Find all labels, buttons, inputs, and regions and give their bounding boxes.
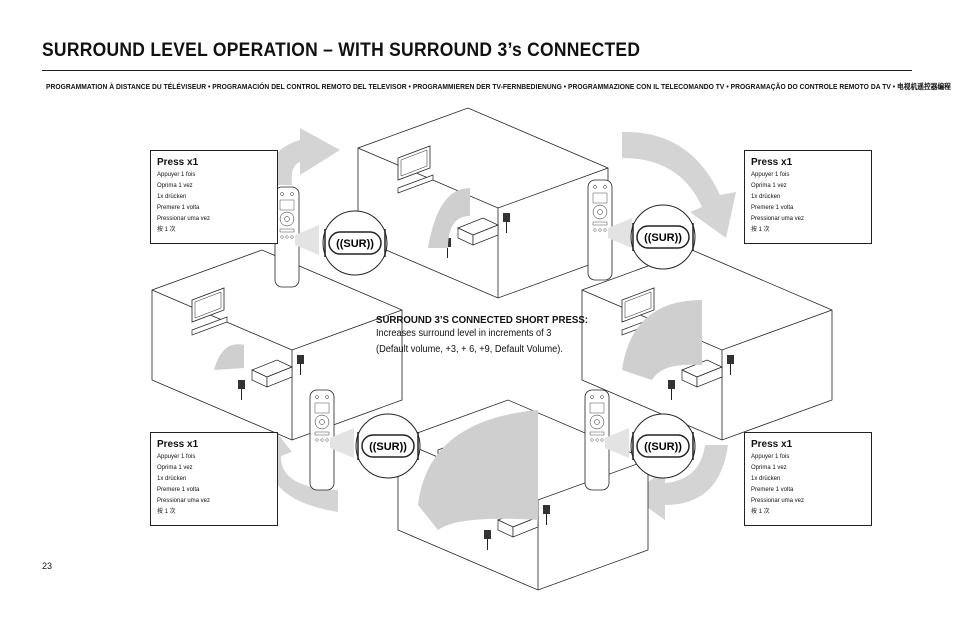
press-line: 1x drücken xyxy=(751,476,781,482)
press-line: Oprima 1 vez xyxy=(157,465,193,471)
press-line: Oprima 1 vez xyxy=(157,183,193,189)
press-line: 按 1 次 xyxy=(751,509,770,515)
language-subtitle: PROGRAMMATION À DISTANCE DU TÉLÉVISEUR •… xyxy=(46,82,951,91)
note-line: Increases surround level in increments o… xyxy=(376,328,552,339)
press-line: Appuyer 1 fois xyxy=(751,454,790,460)
sur-callout-bottom-right: ((SUR)) xyxy=(630,413,696,479)
press-line: Appuyer 1 fois xyxy=(157,172,196,178)
press-line: Pressionar uma vez xyxy=(157,216,211,222)
press-box-top-left: Press x1 Appuyer 1 fois Oprima 1 vez 1x … xyxy=(150,150,278,244)
note-heading: SURROUND 3’S CONNECTED SHORT PRESS: xyxy=(376,314,589,326)
press-line: Premere 1 volta xyxy=(157,205,200,211)
press-box-bottom-left: Press x1 Appuyer 1 fois Oprima 1 vez 1x … xyxy=(150,432,278,526)
press-line: Appuyer 1 fois xyxy=(751,172,790,178)
sur-label: ((SUR)) xyxy=(644,441,682,453)
press-line: 1x drücken xyxy=(157,476,187,482)
sur-callout-top-left: ((SUR)) xyxy=(322,210,388,276)
press-line: 按 1 次 xyxy=(157,509,176,515)
page-title: SURROUND LEVEL OPERATION – WITH SURROUND… xyxy=(42,40,641,61)
cycle-arrow-bottom-right xyxy=(630,445,728,520)
press-title: Press x1 xyxy=(751,157,793,168)
press-line: Premere 1 volta xyxy=(751,205,794,211)
room-right xyxy=(581,249,833,441)
cycle-arrow-top-left xyxy=(269,128,340,185)
cycle-arrow-top-right xyxy=(622,131,736,238)
press-box-top-right: Press x1 Appuyer 1 fois Oprima 1 vez 1x … xyxy=(744,150,872,244)
title-divider xyxy=(42,70,912,71)
room-left xyxy=(151,249,403,441)
press-line: Appuyer 1 fois xyxy=(157,454,196,460)
press-line: 1x drücken xyxy=(751,194,781,200)
press-line: Pressionar uma vez xyxy=(751,498,805,504)
sur-label: ((SUR)) xyxy=(369,441,407,453)
sur-callout-bottom-left: ((SUR)) xyxy=(355,413,421,479)
press-line: Pressionar uma vez xyxy=(751,216,805,222)
surround-note: SURROUND 3’S CONNECTED SHORT PRESS: Incr… xyxy=(376,314,596,358)
press-title: Press x1 xyxy=(157,439,199,450)
press-line: 按 1 次 xyxy=(751,227,770,233)
room-top xyxy=(357,107,609,299)
press-line: Premere 1 volta xyxy=(157,487,200,493)
press-title: Press x1 xyxy=(751,439,793,450)
room-bottom xyxy=(397,399,649,591)
press-box-bottom-right: Press x1 Appuyer 1 fois Oprima 1 vez 1x … xyxy=(744,432,872,526)
press-line: 按 1 次 xyxy=(157,227,176,233)
press-line: Pressionar uma vez xyxy=(157,498,211,504)
press-line: Oprima 1 vez xyxy=(751,183,787,189)
sur-label: ((SUR)) xyxy=(336,238,374,250)
press-line: 1x drücken xyxy=(157,194,187,200)
press-line: Oprima 1 vez xyxy=(751,465,787,471)
press-line: Premere 1 volta xyxy=(751,487,794,493)
note-line: (Default volume, +3, + 6, +9, Default Vo… xyxy=(376,344,563,355)
remote-top-right xyxy=(587,179,633,281)
sur-callout-top-right: ((SUR)) xyxy=(630,204,696,270)
page-number: 23 xyxy=(42,561,53,571)
sur-label: ((SUR)) xyxy=(644,232,682,244)
press-title: Press x1 xyxy=(157,157,199,168)
